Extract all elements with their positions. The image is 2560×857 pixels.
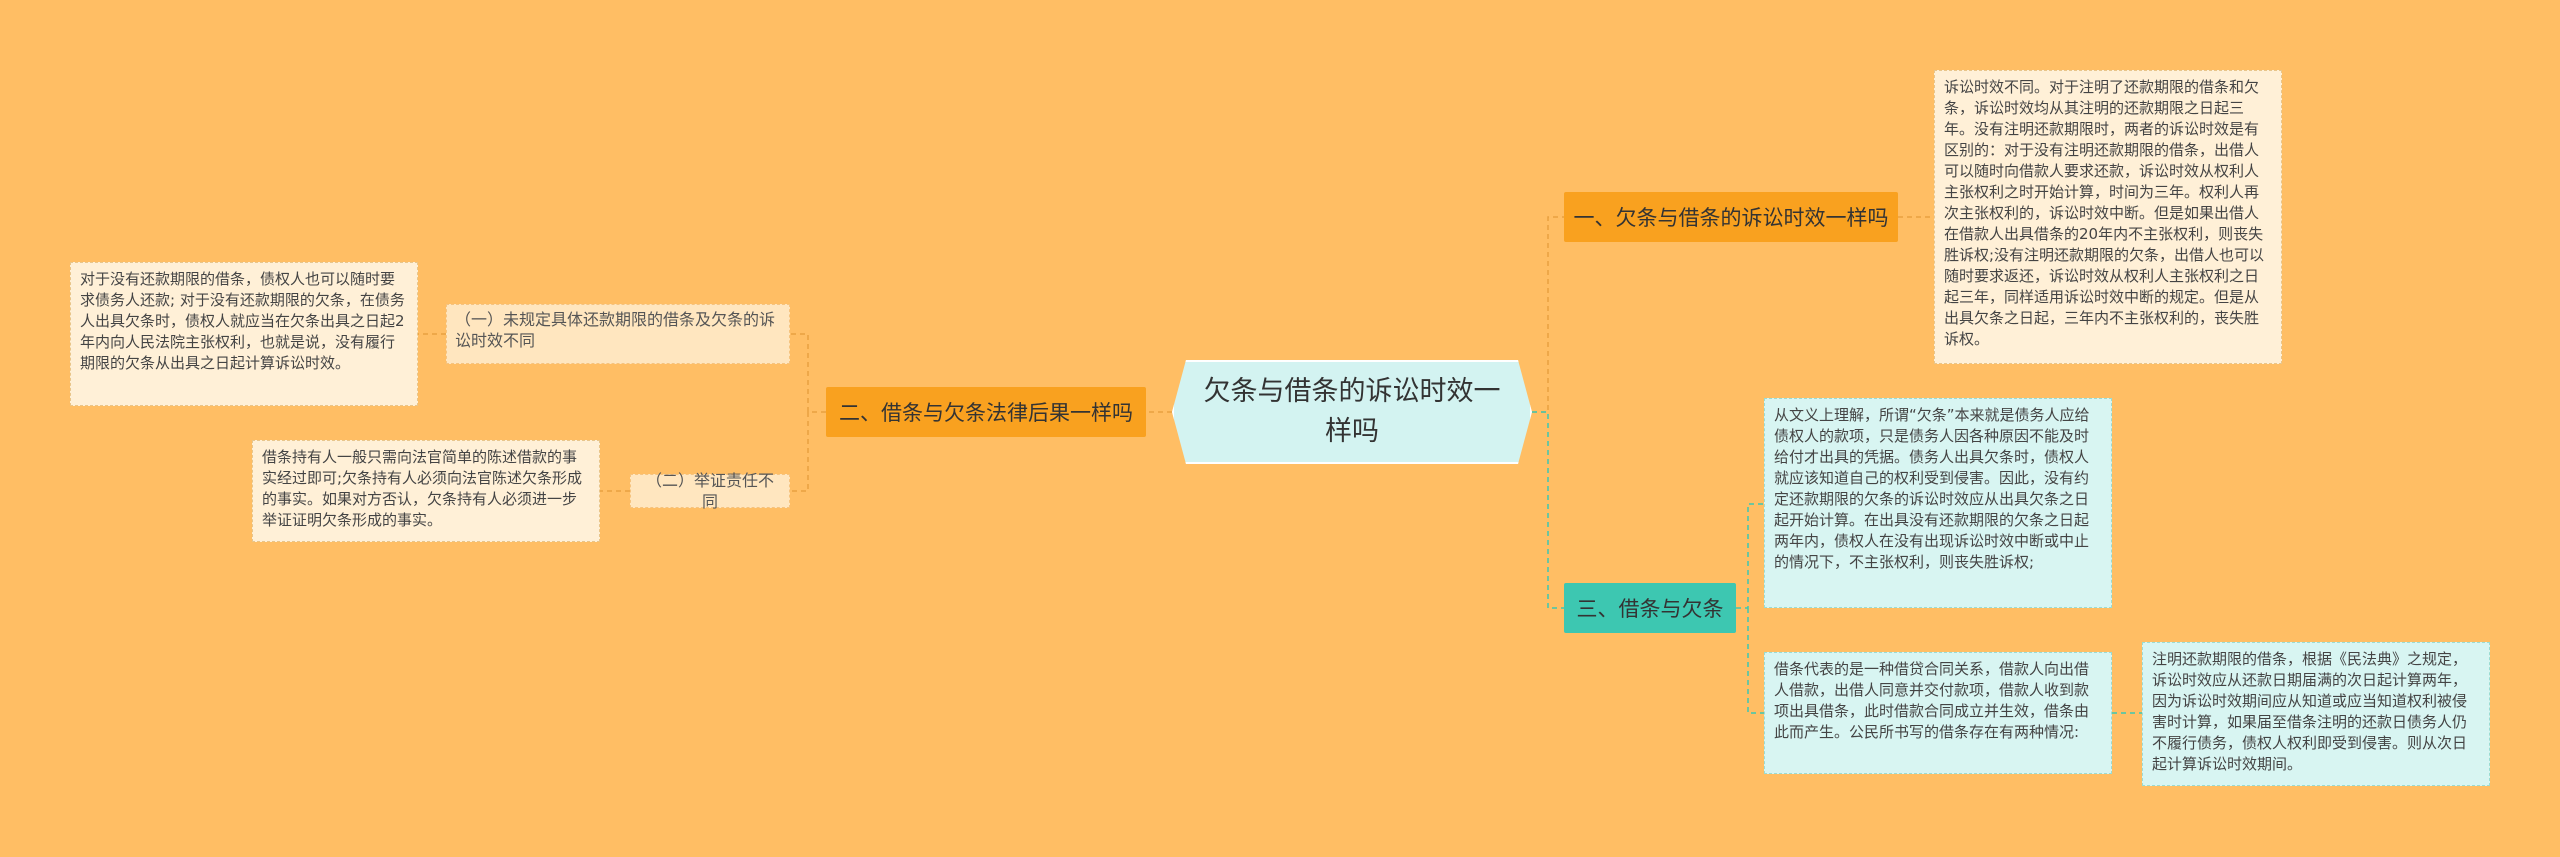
- sub-burden-of-proof[interactable]: （二）举证责任不同: [630, 471, 790, 511]
- leaf-burden-detail: 借条持有人一般只需向法官简单的陈述借款的事实经过即可;欠条持有人必须向法官陈述欠…: [252, 440, 600, 542]
- sub-burden-label: （二）举证责任不同: [645, 471, 774, 511]
- leaf-burden-text: 借条持有人一般只需向法官简单的陈述借款的事实经过即可;欠条持有人必须向法官陈述欠…: [262, 448, 583, 529]
- sub-repayment-label: （一）未规定具体还款期限的借条及欠条的诉讼时效不同: [455, 310, 776, 350]
- leaf-repayment-text: 对于没有还款期限的借条，债权人也可以随时要求债务人还款; 对于没有还款期限的欠条…: [80, 270, 405, 372]
- leaf-statute-text: 诉讼时效不同。对于注明了还款期限的借条和欠条，诉讼时效均从其注明的还款期限之日起…: [1944, 78, 2265, 348]
- leaf-receipt-deadline-text: 注明还款期限的借条，根据《民法典》之规定，诉讼时效应从还款日期届满的次日起计算两…: [2152, 650, 2468, 773]
- link-root-branch3: [1532, 411, 1564, 609]
- branch-legal-label: 二、借条与欠条法律后果一样吗: [839, 401, 1133, 425]
- branch-legal-consequences[interactable]: 二、借条与欠条法律后果一样吗: [826, 387, 1146, 437]
- branch-iou-and-receipt[interactable]: 三、借条与欠条: [1564, 583, 1736, 633]
- leaf-loan-receipt-text: 借条代表的是一种借贷合同关系，借款人向出借人借款，出借人同意并交付款项，借款人收…: [1774, 660, 2090, 741]
- link-branch3-leaves: [1736, 503, 1764, 714]
- sub-repayment-period[interactable]: （一）未规定具体还款期限的借条及欠条的诉讼时效不同: [446, 304, 790, 364]
- link-branch2-subs: [790, 333, 826, 492]
- branch-statute-label: 一、欠条与借条的诉讼时效一样吗: [1573, 206, 1889, 230]
- leaf-receipt-deadline: 注明还款期限的借条，根据《民法典》之规定，诉讼时效应从还款日期届满的次日起计算两…: [2142, 642, 2490, 786]
- link-root-branch1: [1532, 216, 1564, 413]
- branch-iou-label: 三、借条与欠条: [1576, 597, 1724, 621]
- root-topic-label: 欠条与借条的诉讼时效一样吗: [1203, 376, 1501, 447]
- leaf-loan-receipt: 借条代表的是一种借贷合同关系，借款人向出借人借款，出借人同意并交付款项，借款人收…: [1764, 652, 2112, 774]
- root-topic[interactable]: 欠条与借条的诉讼时效一样吗: [1172, 360, 1532, 464]
- branch-statute-of-limitations[interactable]: 一、欠条与借条的诉讼时效一样吗: [1564, 192, 1898, 242]
- leaf-repayment-detail: 对于没有还款期限的借条，债权人也可以随时要求债务人还款; 对于没有还款期限的欠条…: [70, 262, 418, 406]
- leaf-statute-detail: 诉讼时效不同。对于注明了还款期限的借条和欠条，诉讼时效均从其注明的还款期限之日起…: [1934, 70, 2282, 364]
- leaf-iou-meaning: 从文义上理解，所谓“欠条”本来就是债务人应给债权人的款项，只是债务人因各种原因不…: [1764, 398, 2112, 608]
- leaf-iou-meaning-text: 从文义上理解，所谓“欠条”本来就是债务人应给债权人的款项，只是债务人因各种原因不…: [1774, 406, 2090, 571]
